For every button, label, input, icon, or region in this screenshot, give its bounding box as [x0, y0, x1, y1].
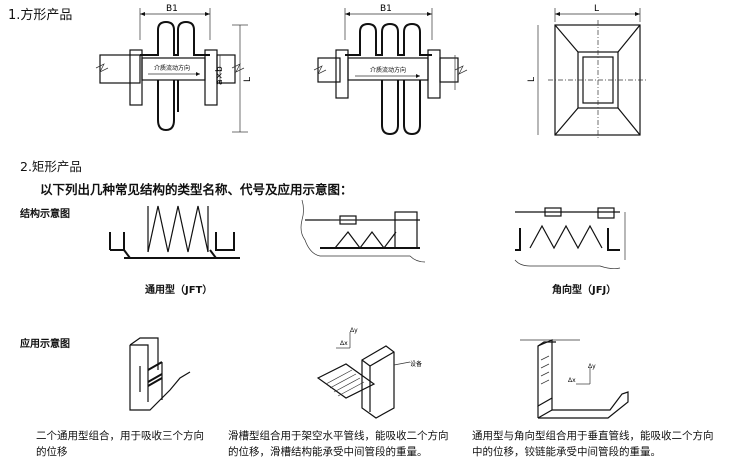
- section2-title: 2.矩形产品: [20, 159, 82, 174]
- jfj-structure-drawing: [514, 207, 626, 270]
- application-label: 应用示意图: [20, 339, 70, 350]
- fig1-dim-ab: a×b: [215, 66, 225, 85]
- section1-title: 1.方形产品: [8, 8, 73, 23]
- structure-label: 结构示意图: [20, 209, 70, 220]
- jft-structure-drawing: [109, 205, 240, 259]
- fig3-dim-h: L: [527, 77, 537, 82]
- application-caption-1: 二个通用型组合，用于吸收三个方向的位移: [36, 430, 204, 458]
- application-1-drawing: [129, 337, 191, 411]
- square-single-bellows-drawing: B1 介质流动方向 a×b L: [95, 4, 253, 133]
- application-2-drawing: Δx Δy 设备: [316, 327, 422, 419]
- fig2-flow-label: 介质流动方向: [370, 66, 406, 74]
- fig3-dim-l: L: [594, 4, 599, 14]
- fig1-dim-l: L: [243, 77, 253, 82]
- square-top-view-drawing: L L: [527, 4, 648, 140]
- application-caption-3: 通用型与角向型组合用于垂直管线，能吸收二个方向中的位移，铰链能承受中间管段的重量…: [472, 430, 714, 458]
- app3-dx-label: Δx: [568, 377, 576, 384]
- fig2-dim-b1: B1: [380, 4, 392, 14]
- app2-dx-label: Δx: [340, 340, 348, 347]
- fig1-flow-label: 介质流动方向: [154, 64, 190, 72]
- application-3-drawing: Δx Δy: [520, 339, 629, 419]
- square-double-bellows-drawing: B1 介质流动方向: [313, 4, 468, 136]
- fig1-dim-b1: B1: [166, 4, 178, 14]
- section2-intro: 以下列出几种常见结构的类型名称、代号及应用示意图：: [40, 182, 353, 197]
- app2-dy-label: Δy: [350, 327, 358, 334]
- type-jft-caption: 通用型（JFT）: [145, 285, 213, 296]
- slide-structure-drawing: [300, 199, 426, 263]
- type-jfj-caption: 角向型（JFJ）: [552, 285, 617, 296]
- app2-equipment-label: 设备: [410, 360, 422, 368]
- app3-dy-label: Δy: [588, 363, 596, 370]
- application-caption-2: 滑槽型组合用于架空水平管线，能吸收二个方向的位移，滑槽结构能承受中间管段的重量。: [228, 430, 449, 458]
